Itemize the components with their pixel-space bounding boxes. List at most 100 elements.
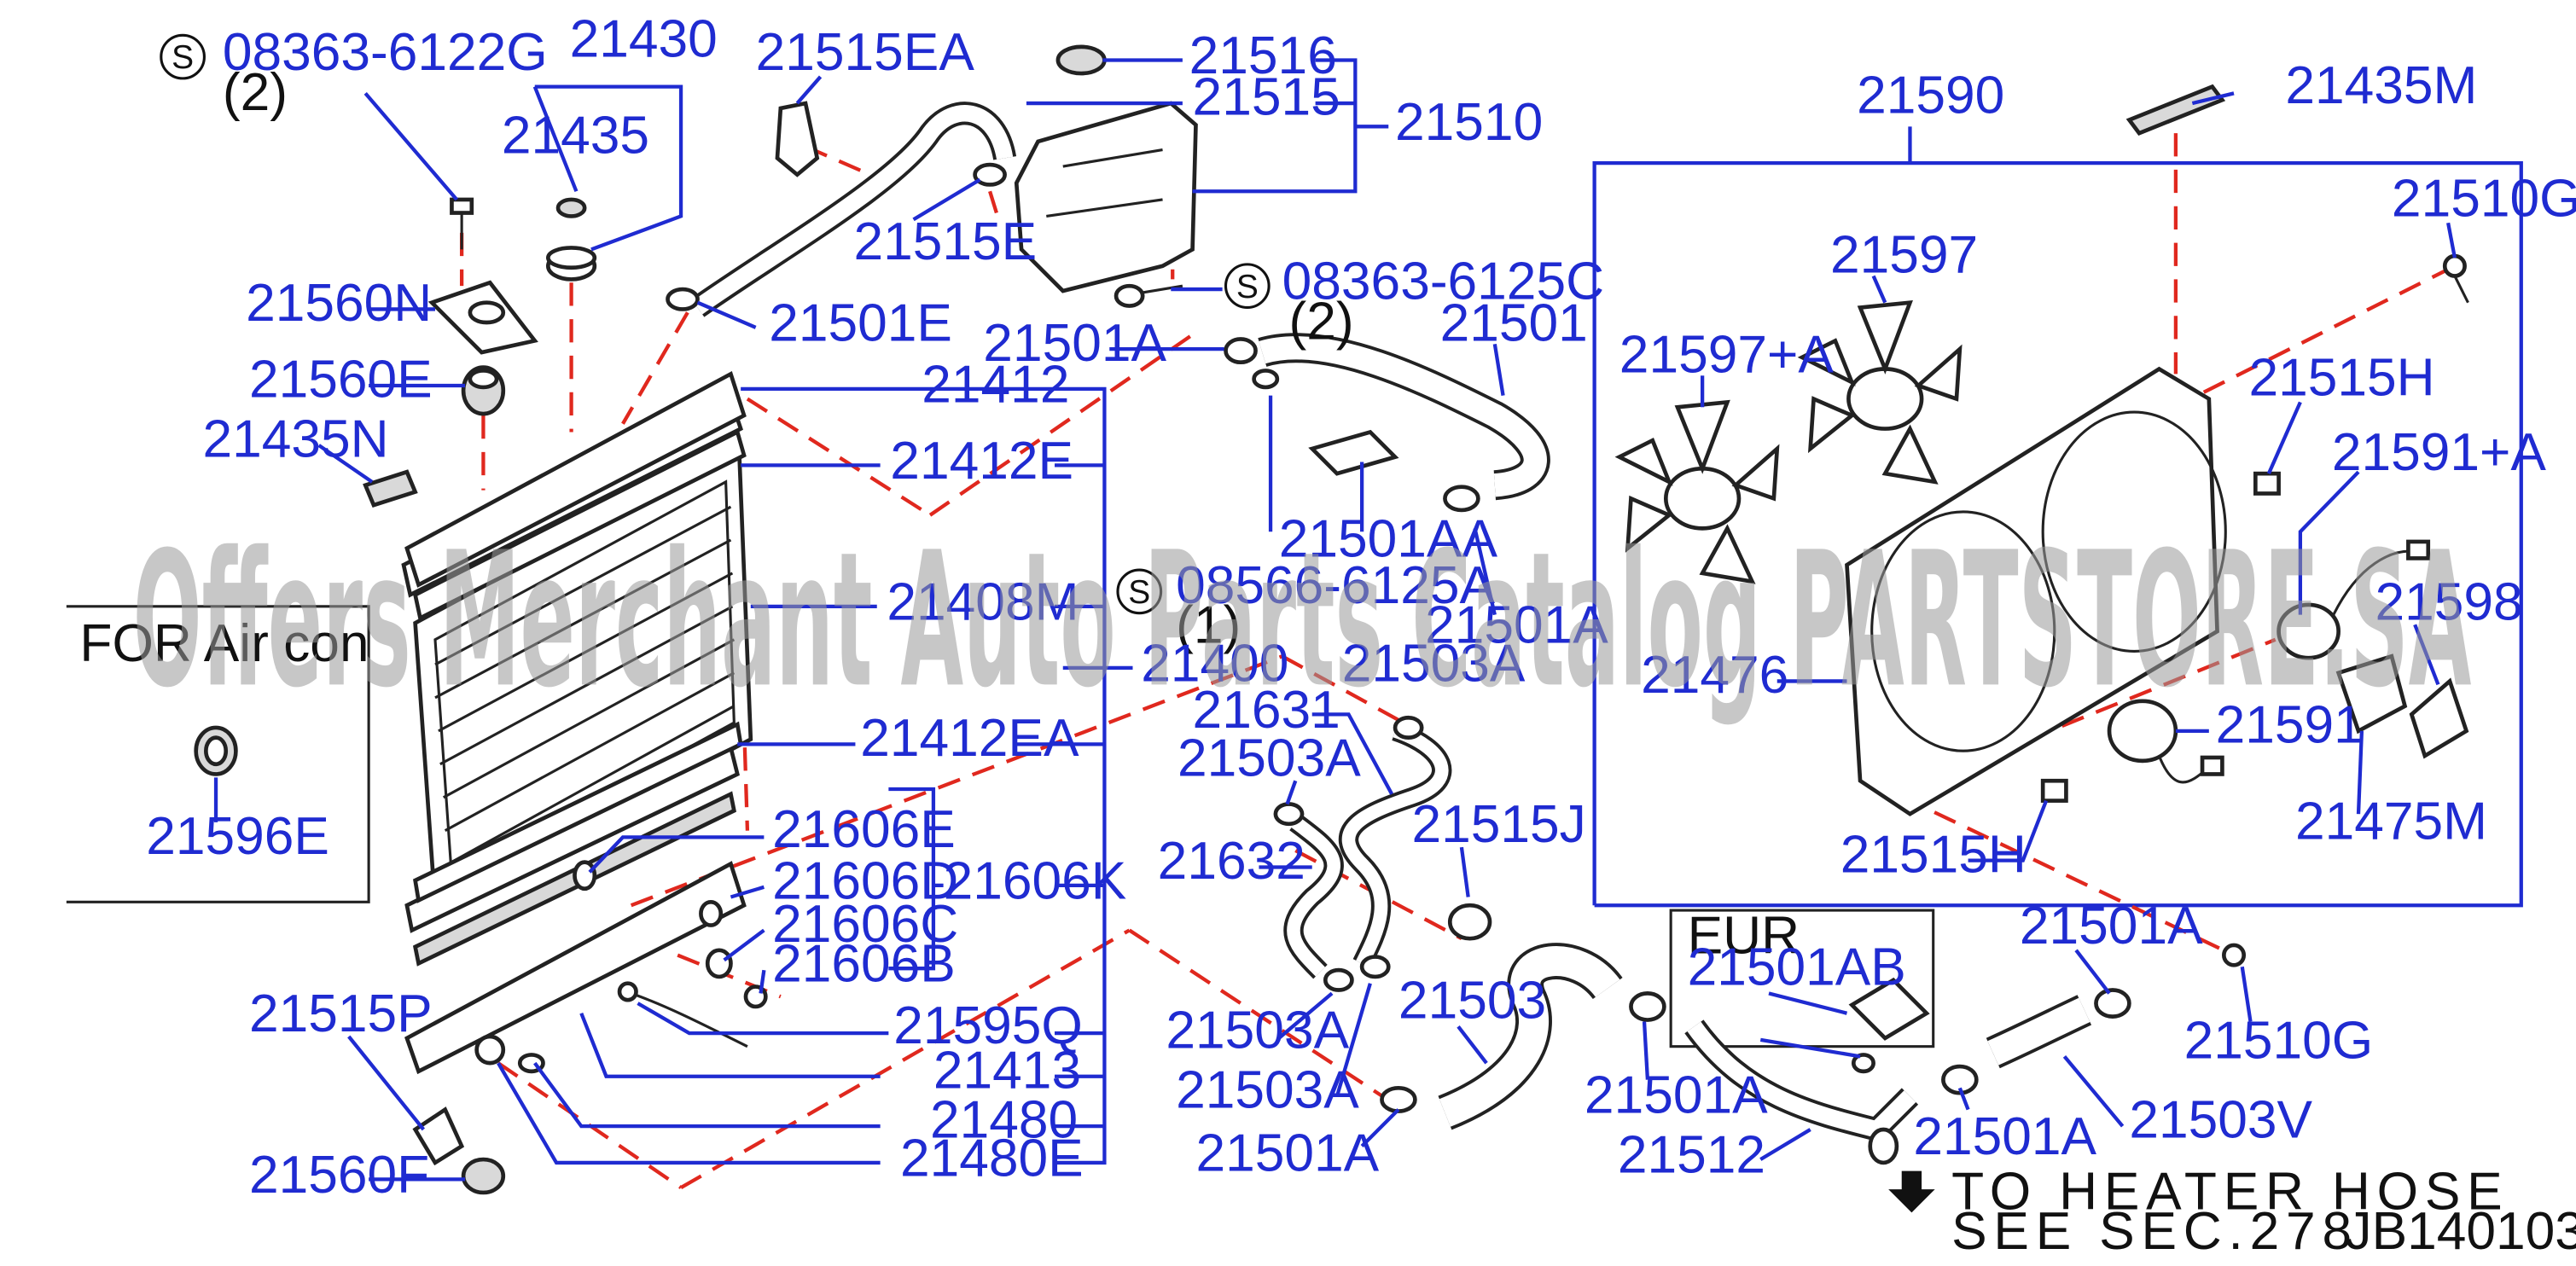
label-21501A-1[interactable]: 21501A <box>983 314 1166 373</box>
part-21598-cover[interactable] <box>2409 677 2469 759</box>
label-21632[interactable]: 21632 <box>1158 832 1305 891</box>
label-21591[interactable]: 21591 <box>2216 695 2364 754</box>
label-08363-6122G[interactable]: 08363-6122G <box>223 23 548 82</box>
part-21515P-clip[interactable] <box>412 1106 465 1166</box>
label-21501A-6[interactable]: 21501A <box>2020 897 2203 955</box>
part-21501A-clamp-upper[interactable] <box>1224 337 1258 365</box>
screw-08363-6122G[interactable] <box>450 197 474 250</box>
label-21408M[interactable]: 21408M <box>887 572 1079 631</box>
screw-21510G-upper[interactable] <box>2442 253 2469 304</box>
part-21501A-clamp-6[interactable] <box>2094 988 2131 1019</box>
label-21515EA[interactable]: 21515EA <box>756 23 975 82</box>
screw-21510G-lower[interactable] <box>2222 943 2247 967</box>
part-21475M-bracket[interactable] <box>2335 653 2408 735</box>
label-21501A-2[interactable]: 21501A <box>1425 596 1608 655</box>
part-21591-motor[interactable] <box>2107 699 2224 784</box>
label-21503A-top[interactable]: 21503A <box>1342 634 1526 693</box>
part-21512-pipe[interactable] <box>1684 1019 1919 1165</box>
label-21475M[interactable]: 21475M <box>2295 792 2487 851</box>
part-21501AA-bracket[interactable] <box>1252 369 1399 476</box>
part-21435M-label[interactable] <box>2125 84 2226 136</box>
part-21591A-motor[interactable] <box>2277 539 2431 660</box>
label-21597[interactable]: 21597 <box>1830 226 1978 285</box>
label-08566-6125A[interactable]: 08566-6125A <box>1176 556 1495 615</box>
label-21515P[interactable]: 21515P <box>249 984 433 1043</box>
part-21515J-clip[interactable] <box>1447 903 1492 941</box>
part-21501AB-bracket[interactable] <box>1848 977 1930 1074</box>
label-21560F[interactable]: 21560F <box>249 1146 429 1205</box>
part-21503-lower-hose[interactable] <box>1438 943 1623 1130</box>
label-21435M[interactable]: 21435M <box>2285 56 2477 115</box>
label-21501A-3[interactable]: 21501A <box>1195 1124 1379 1183</box>
label-21595Q[interactable]: 21595Q <box>893 996 1083 1055</box>
label-21606B[interactable]: 21606B <box>772 935 956 994</box>
label-21430[interactable]: 21430 <box>570 10 718 69</box>
part-21503A-clamps[interactable] <box>1273 715 1424 992</box>
part-21597-fan[interactable] <box>1797 299 1963 485</box>
label-21480[interactable]: 21480 <box>930 1091 1078 1150</box>
label-21515[interactable]: 21515 <box>1193 68 1340 127</box>
label-21501A-5[interactable]: 21501A <box>1913 1107 2096 1166</box>
part-21632-hose[interactable] <box>1283 814 1344 979</box>
part-21515H-clip-1[interactable] <box>2253 471 2281 496</box>
label-21501AB[interactable]: 21501AB <box>1688 938 1906 997</box>
label-21503A-3[interactable]: 21503A <box>1176 1061 1359 1120</box>
label-21510[interactable]: 21510 <box>1395 93 1543 152</box>
part-21435N-label[interactable] <box>363 469 418 508</box>
label-21501A-4[interactable]: 21501A <box>1585 1066 1768 1125</box>
label-21476[interactable]: 21476 <box>1641 646 1788 705</box>
label-21503V[interactable]: 21503V <box>2129 1091 2312 1150</box>
part-21516-cap[interactable] <box>1055 44 1107 76</box>
part-21515EA-clip[interactable] <box>775 101 820 177</box>
label-21597A[interactable]: 21597+A <box>1619 325 1835 384</box>
part-21560E-mount[interactable] <box>461 365 506 416</box>
label-21412E[interactable]: 21412E <box>890 432 1073 491</box>
label-21591A[interactable]: 21591+A <box>2332 423 2547 482</box>
label-21510G-2[interactable]: 21510G <box>2184 1011 2374 1070</box>
label-21515H-2[interactable]: 21515H <box>1840 825 2026 884</box>
label-21512[interactable]: 21512 <box>1618 1126 1765 1185</box>
label-21516[interactable]: 21516 <box>1189 26 1337 85</box>
label-21606D[interactable]: 21606D <box>772 851 958 910</box>
label-21412EA[interactable]: 21412EA <box>860 709 1079 768</box>
part-21413-lower-tank[interactable] <box>404 861 747 1075</box>
part-21560F-mount[interactable] <box>461 1157 506 1195</box>
label-21501AA[interactable]: 21501AA <box>1279 509 1498 568</box>
label-21606K[interactable]: 21606K <box>944 851 1127 910</box>
part-21560N-bracket[interactable] <box>427 280 538 355</box>
part-21501A-clamp-3[interactable] <box>1380 1086 1417 1113</box>
part-21515H-clip-2[interactable] <box>2040 778 2068 803</box>
label-21596E[interactable]: 21596E <box>146 807 329 866</box>
label-21435[interactable]: 21435 <box>502 106 649 165</box>
label-21435N[interactable]: 21435N <box>202 410 388 469</box>
part-21606-oil-cooler-parts[interactable] <box>573 860 768 1009</box>
label-21590[interactable]: 21590 <box>1857 67 2004 125</box>
label-21598[interactable]: 21598 <box>2375 572 2522 631</box>
label-21480E[interactable]: 21480E <box>900 1130 1084 1188</box>
part-21503V-hose[interactable] <box>1986 995 2092 1069</box>
part-21435-seal[interactable] <box>555 197 587 218</box>
part-21501E-clamp[interactable] <box>666 287 700 311</box>
label-21515E[interactable]: 21515E <box>853 212 1037 271</box>
label-21560N[interactable]: 21560N <box>246 274 432 333</box>
label-21400[interactable]: 21400 <box>1141 634 1288 693</box>
label-21631[interactable]: 21631 <box>1193 681 1340 740</box>
part-21515E-clamp[interactable] <box>973 162 1007 187</box>
part-21510-reservoir[interactable] <box>1014 101 1198 293</box>
part-21515-hose[interactable] <box>690 102 1017 317</box>
part-21501A-clamp-4[interactable] <box>1629 991 1666 1022</box>
label-21413[interactable]: 21413 <box>933 1041 1081 1100</box>
part-21595Q-sensor[interactable] <box>617 981 748 1048</box>
part-21476-fan-shroud[interactable] <box>1845 366 2227 816</box>
label-21503A-1[interactable]: 21503A <box>1178 729 1361 787</box>
part-21597A-fan[interactable] <box>1614 399 1780 584</box>
part-21501-upper-hose[interactable] <box>1258 333 1550 501</box>
label-21503A-2[interactable]: 21503A <box>1166 1002 1349 1060</box>
label-21560E[interactable]: 21560E <box>249 351 433 409</box>
label-21412[interactable]: 21412 <box>922 355 1069 414</box>
screw-08363-6125C[interactable] <box>1114 283 1183 308</box>
label-21501E[interactable]: 21501E <box>769 293 952 352</box>
part-21501A-clamp-2[interactable] <box>1443 485 1480 513</box>
label-08363-6125C[interactable]: 08363-6125C <box>1282 253 1604 311</box>
part-21430-cap[interactable] <box>546 246 597 282</box>
